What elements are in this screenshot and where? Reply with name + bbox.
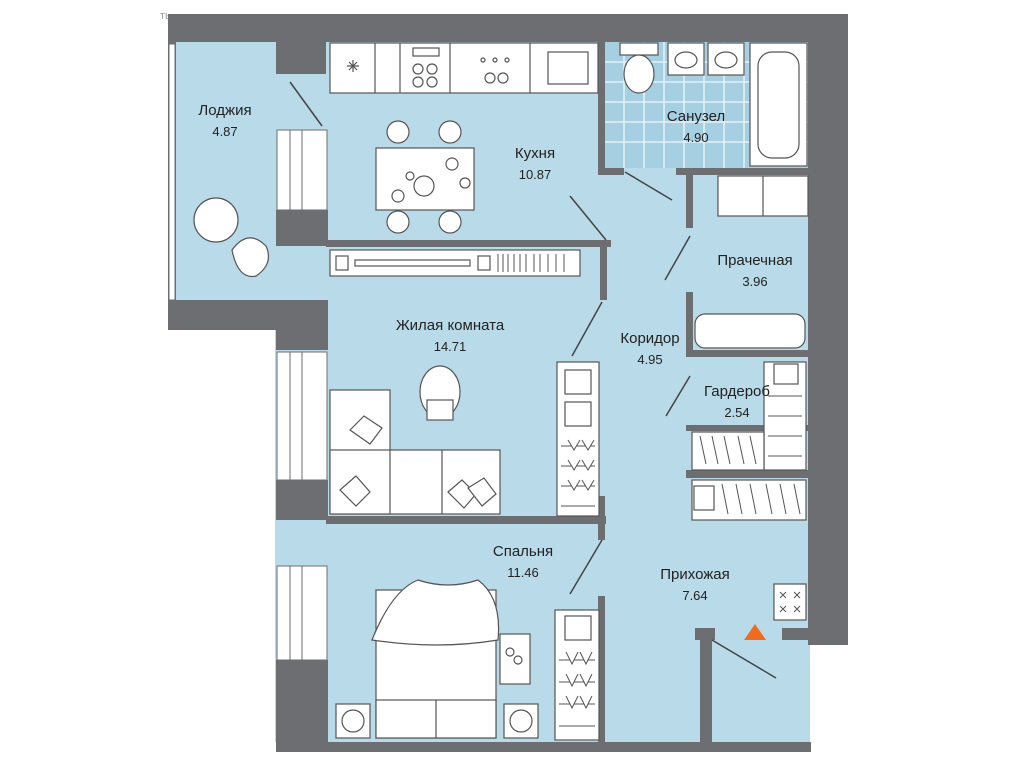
room-area: 4.90 <box>683 130 709 145</box>
room-label-wardrobe: Гардероб 2.54 <box>690 383 784 422</box>
living-sofa <box>329 365 501 515</box>
room-name: Лоджия <box>198 102 252 119</box>
room-label-loggia: Лоджия 4.87 <box>185 102 265 141</box>
room-area: 10.87 <box>518 167 552 182</box>
wardrobe-racks <box>691 361 807 521</box>
bedroom-wardrobe <box>554 609 600 741</box>
room-name: Прачечная <box>717 252 793 269</box>
room-area: 7.64 <box>682 588 708 603</box>
room-label-kitchen: Кухня 10.87 <box>495 145 575 184</box>
room-name: Коридор <box>620 330 680 347</box>
room-area: 2.54 <box>724 405 750 420</box>
windows <box>168 43 328 661</box>
room-area: 3.96 <box>742 274 768 289</box>
room-name: Прихожая <box>660 566 730 583</box>
loggia-furniture <box>193 197 269 278</box>
room-label-bathroom: Санузел 4.90 <box>646 108 746 147</box>
room-label-laundry: Прачечная 3.96 <box>700 252 810 291</box>
laundry-fixtures <box>694 175 809 349</box>
dining-table <box>375 120 475 234</box>
entrance-marker <box>744 624 766 640</box>
room-area: 14.71 <box>433 339 467 354</box>
room-area: 4.87 <box>212 124 238 139</box>
room-name: Спальня <box>492 543 554 560</box>
bedroom-bed <box>335 579 539 739</box>
corner-text: ть <box>160 10 171 22</box>
room-area: 4.95 <box>637 352 663 367</box>
living-wardrobe <box>556 361 600 517</box>
room-name: Жилая комната <box>395 317 505 334</box>
room-name: Санузел <box>666 108 726 125</box>
room-label-bedroom: Спальня 11.46 <box>478 543 568 582</box>
door-lines <box>289 81 777 679</box>
room-label-hallway: Прихожая 7.64 <box>645 566 745 605</box>
electrical-panel <box>773 583 807 621</box>
living-tv-unit <box>329 249 581 277</box>
room-label-living: Жилая комната 14.71 <box>380 317 520 356</box>
room-name: Гардероб <box>704 383 770 400</box>
room-area: 11.46 <box>507 565 539 580</box>
kitchen-counter <box>329 42 599 94</box>
room-name: Кухня <box>514 145 556 162</box>
bathroom-fixtures <box>619 42 808 167</box>
room-label-corridor: Коридор 4.95 <box>605 330 695 369</box>
